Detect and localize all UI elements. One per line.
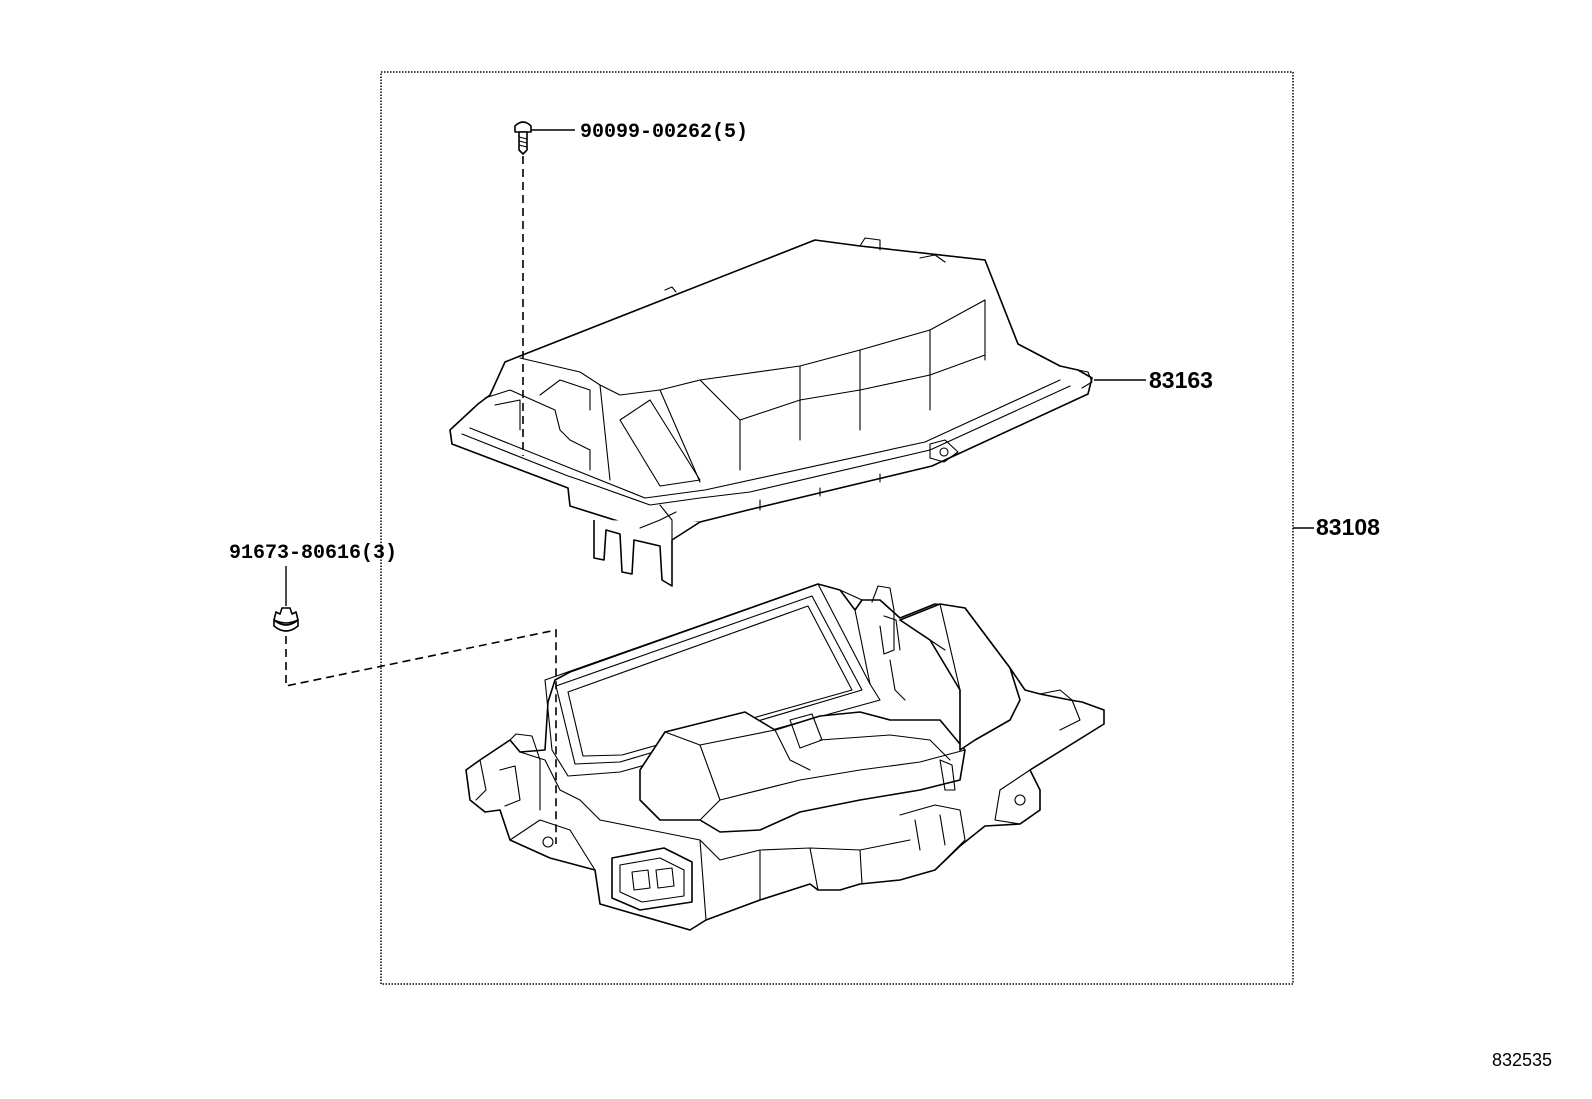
clip-part [273, 607, 299, 632]
clip-insertion-path [285, 629, 557, 844]
callout-screw: 90099-00262(5) [580, 121, 748, 144]
upper-cover-part [449, 237, 1093, 587]
callout-clip: 91673-80616(3) [229, 542, 397, 565]
callout-assembly: 83108 [1316, 514, 1380, 540]
callout-upper-cover: 83163 [1149, 367, 1213, 393]
figure-id: 832535 [1492, 1050, 1552, 1070]
lower-base-part [465, 583, 1105, 931]
screw-part [514, 121, 532, 155]
